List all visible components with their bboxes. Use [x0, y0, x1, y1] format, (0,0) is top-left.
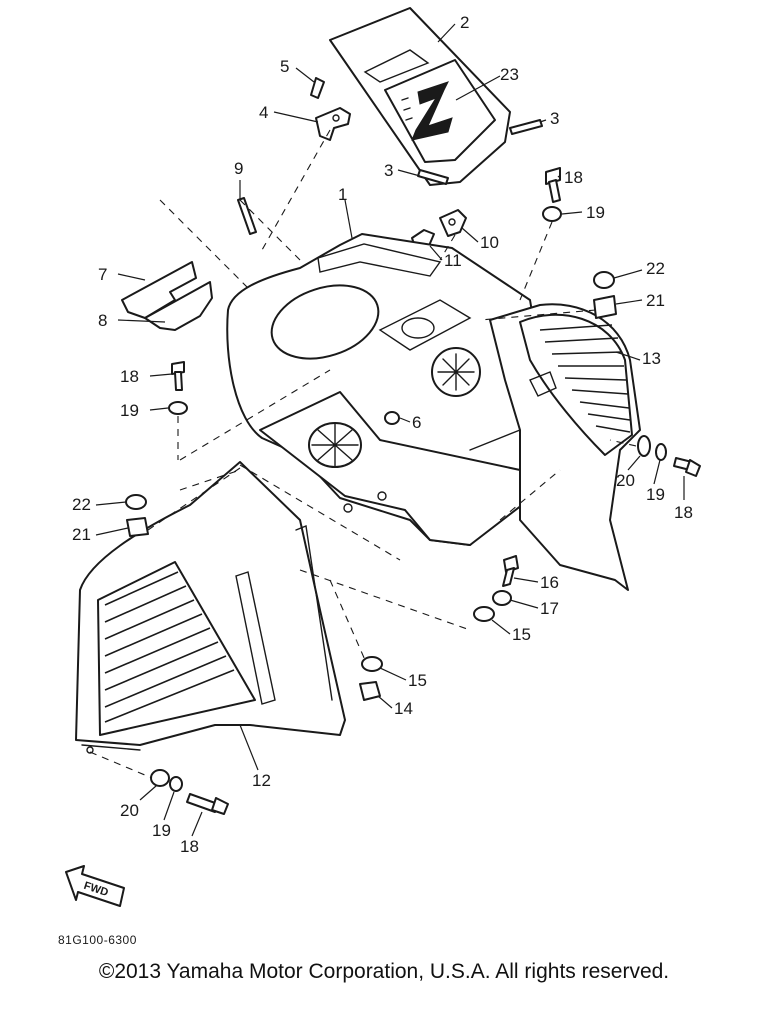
part-3-pin-left: [417, 169, 449, 185]
callout-2: 2: [460, 13, 469, 32]
callout-1: 1: [338, 185, 347, 204]
callout-19-right: 19: [646, 485, 665, 504]
callout-18-upper: 18: [564, 168, 583, 187]
part-7-bracket: [121, 261, 197, 319]
callout-15-lower: 15: [408, 671, 427, 690]
callout-11: 11: [444, 251, 462, 270]
callout-19-left: 19: [120, 401, 139, 420]
part-12-left-cover: [75, 461, 346, 754]
callout-6: 6: [412, 413, 421, 432]
callout-5: 5: [280, 57, 289, 76]
callout-18-right: 18: [674, 503, 693, 522]
part-2-top-cover: [329, 7, 511, 186]
callout-21-right: 21: [646, 291, 665, 310]
callout-3-right: 3: [550, 109, 559, 128]
callout-9: 9: [234, 159, 243, 178]
callout-3-left: 3: [384, 161, 393, 180]
callout-20-lower: 20: [120, 801, 139, 820]
callout-10: 10: [480, 233, 499, 252]
callout-16: 16: [540, 573, 559, 592]
callout-12: 12: [252, 771, 271, 790]
callout-19-upper: 19: [586, 203, 605, 222]
leader-lines: [95, 23, 685, 837]
callout-18-lower: 18: [180, 837, 199, 856]
callout-21-left: 21: [72, 525, 91, 544]
part-9-pin: [237, 197, 257, 235]
assembly-lines: [89, 129, 637, 779]
part-1-console: [226, 233, 541, 546]
part-4-bracket: [315, 107, 351, 141]
part-8-bracket: [144, 281, 213, 331]
callout-23: 23: [500, 65, 519, 84]
part-3-pin-right: [509, 119, 543, 135]
callout-4: 4: [259, 103, 268, 122]
callout-8: 8: [98, 311, 107, 330]
callout-19-lower: 19: [152, 821, 171, 840]
part-23-emblem: [401, 81, 453, 141]
callout-14: 14: [394, 699, 413, 718]
callout-18-left: 18: [120, 367, 139, 386]
part-13-right-cover: [489, 303, 641, 591]
copyright-notice: ©2013 Yamaha Motor Corporation, U.S.A. A…: [98, 960, 670, 983]
part-10-clip: [439, 209, 467, 237]
callout-22-left: 22: [72, 495, 91, 514]
fwd-arrow-icon: FWD: [65, 865, 125, 907]
callout-numbers: 2 5 23 4 3 3 9 18 1 19 10 11 22 7 21 8 1…: [72, 13, 693, 856]
part-5-screw: [310, 77, 325, 99]
fastener-set: [125, 167, 701, 815]
callout-20-right: 20: [616, 471, 635, 490]
callout-7: 7: [98, 265, 107, 284]
callout-17: 17: [540, 599, 559, 618]
callout-15-right: 15: [512, 625, 531, 644]
callout-13: 13: [642, 349, 661, 368]
drawing-code: 81G100-6300: [58, 933, 137, 947]
callout-22-right: 22: [646, 259, 665, 278]
